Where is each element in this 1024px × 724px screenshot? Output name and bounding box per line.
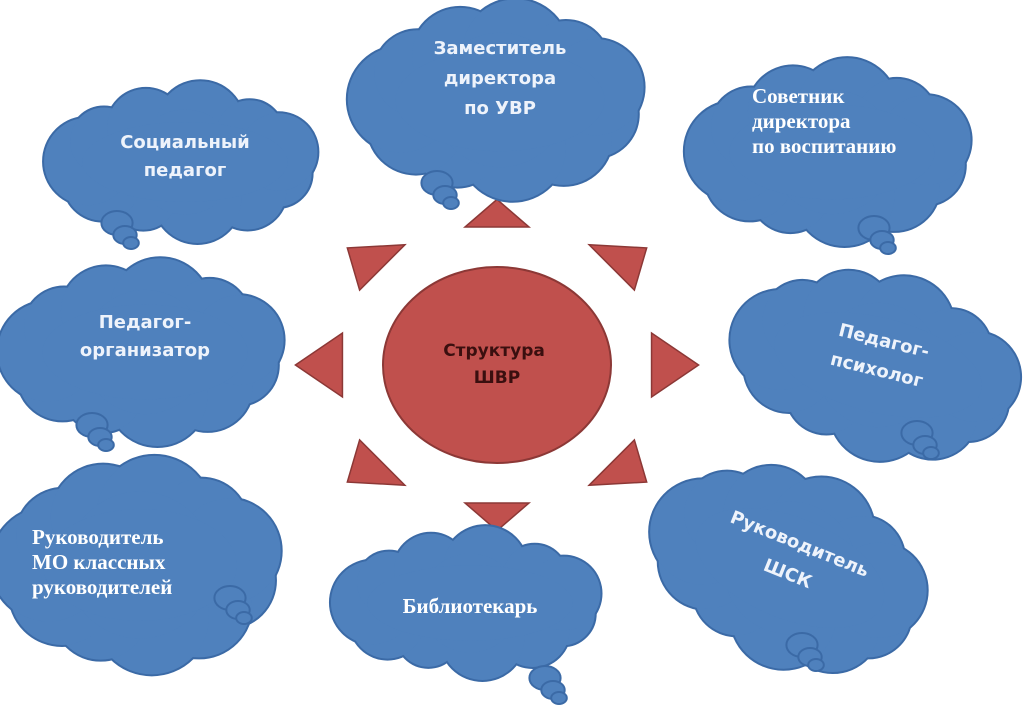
cloud-tail-icon: [857, 215, 897, 255]
cloud-shape: [0, 453, 283, 677]
cloud-tail-icon: [420, 170, 460, 210]
sun-circle: [382, 266, 612, 464]
sun-rays: [294, 198, 700, 532]
sun-ray: [462, 502, 532, 532]
sun-center-node: Структура ШВР: [294, 198, 700, 532]
sun-ray: [462, 198, 532, 228]
cloud-tail-icon: [100, 210, 140, 250]
sun-ray: [650, 331, 700, 399]
sun-ray: [346, 243, 407, 292]
sun-ray: [587, 243, 648, 292]
cloud-pedagogue-psychologist: Педагог-психолог: [728, 268, 1023, 463]
cloud-tail-icon: [528, 665, 568, 705]
cloud-librarian: Библиотекарь: [328, 524, 603, 705]
cloud-tail-icon: [213, 585, 253, 625]
cloud-tail-icon: [75, 412, 115, 452]
cloud-shape: [42, 79, 320, 245]
sun-ray: [294, 331, 344, 399]
cloud-pedagogue-organizer: Педагог-организатор: [0, 256, 286, 452]
cloud-shape: [345, 0, 646, 203]
cloud-school-sports-club-head: РуководительШСК: [648, 463, 929, 675]
sun-ray: [346, 438, 407, 487]
cloud-tail-icon: [785, 632, 825, 672]
sun-ray: [587, 438, 648, 487]
cloud-label: Библиотекарь: [403, 594, 538, 618]
cloud-shape: [682, 56, 973, 248]
cloud-shape: [728, 268, 1023, 463]
cloud-shape: [328, 524, 603, 682]
cloud-shape: [0, 256, 286, 448]
center-label: Структура ШВР: [443, 341, 551, 388]
cloud-label: Педагог-организатор: [80, 312, 210, 361]
cloud-tail-icon: [900, 420, 940, 460]
